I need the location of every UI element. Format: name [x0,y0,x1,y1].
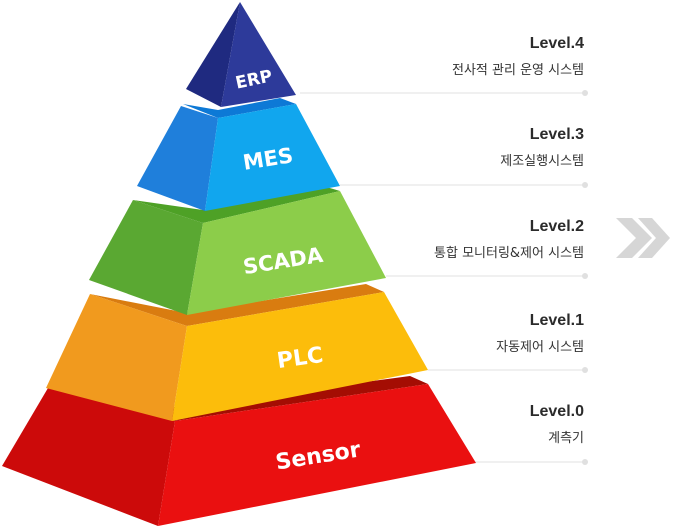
tier-sensor-right-face [158,384,476,526]
tier-plc: PLC [46,284,428,421]
tier-scada-left-face [89,200,203,315]
tier-mes: MES [137,98,340,211]
level-3-title: Level.3 [529,126,584,143]
tier-erp: ERP [186,2,296,107]
double-chevron-right-icon [616,218,670,258]
level-3-description: 제조실행시스템 [500,154,584,169]
level-2-title: Level.2 [529,218,584,235]
leader-dot-level4 [582,90,588,96]
level-0-title: Level.0 [529,403,584,420]
leader-lines [300,90,588,465]
leader-dot-level2 [582,273,588,279]
tier-scada-right-face [187,191,386,315]
tier-mes-top [183,98,296,118]
level-4-info: Level.4 전사적 관리 운영 시스템 [452,34,584,81]
level-1-description: 자동제어 시스템 [496,340,584,355]
level-0-info: Level.0 계측기 [530,402,584,449]
level-1-info: Level.1 자동제어 시스템 [496,311,584,358]
level-1-title: Level.1 [529,312,584,329]
level-4-title: Level.4 [529,35,584,52]
tier-erp-right-face [221,2,296,107]
leader-dot-level0 [582,459,588,465]
level-3-info: Level.3 제조실행시스템 [500,125,584,172]
leader-dot-level3 [582,182,588,188]
tier-plc-right-face [172,292,428,421]
tier-plc-left-face [46,294,187,421]
level-2-description: 통합 모니터링&제어 시스템 [434,246,584,261]
tier-mes-left-face [137,106,218,211]
tier-erp-left-face [186,2,240,107]
tier-mes-right-face [205,104,340,211]
level-4-description: 전사적 관리 운영 시스템 [452,63,584,78]
leader-dot-level1 [582,367,588,373]
level-2-info: Level.2 통합 모니터링&제어 시스템 [434,217,584,264]
tier-sensor-left-face [2,388,175,526]
level-0-description: 계측기 [548,431,584,446]
